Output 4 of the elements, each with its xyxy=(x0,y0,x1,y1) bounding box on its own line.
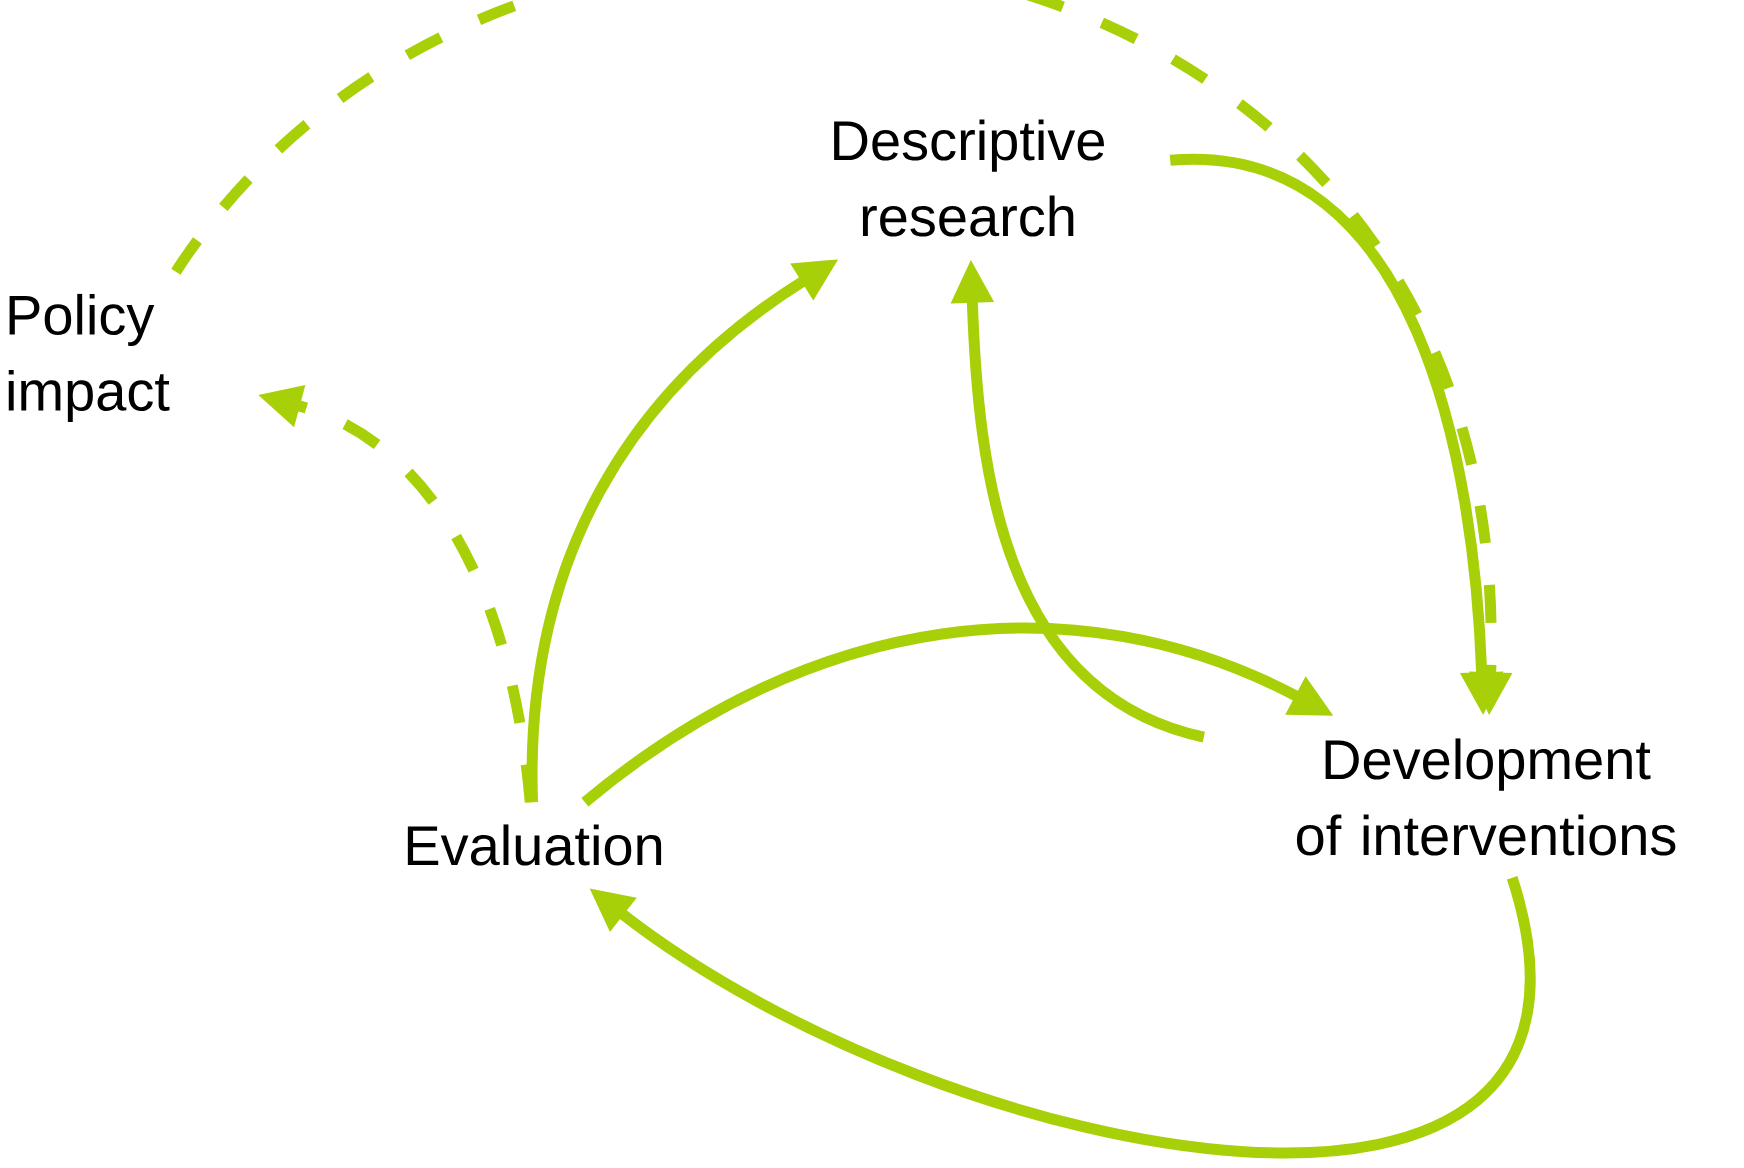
node-label: Descriptive research xyxy=(834,119,1104,237)
node-label: Development of interventions xyxy=(1296,738,1676,856)
node-label: Policy impact xyxy=(8,293,170,423)
node-label: Evaluation xyxy=(407,824,662,866)
